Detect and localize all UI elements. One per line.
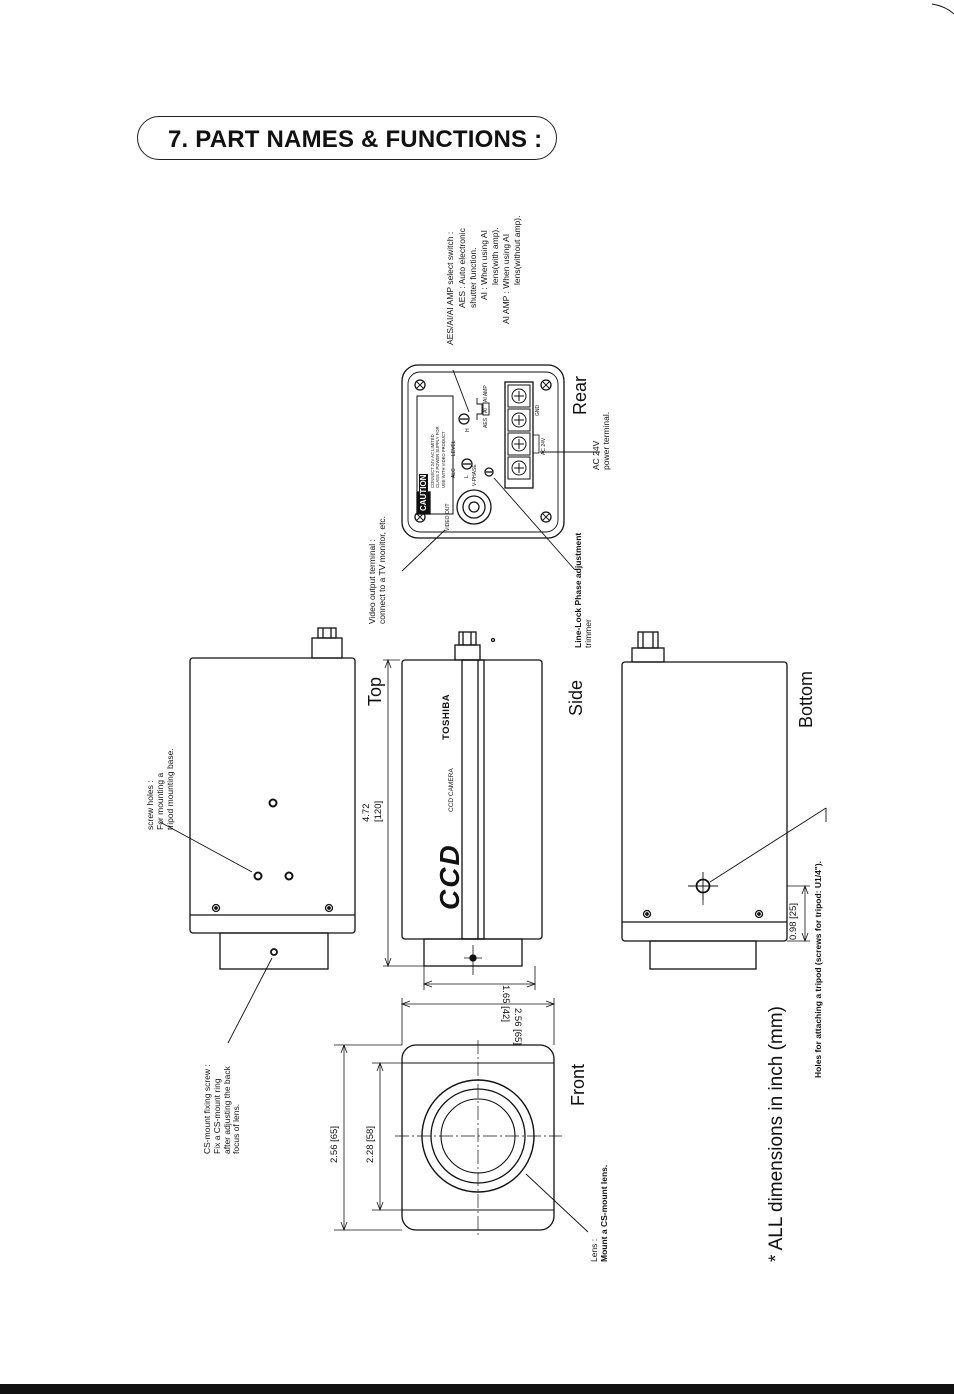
- rear-caution: CAUTION: [419, 473, 429, 512]
- callout-aes-line-3: AI : When using AI: [479, 230, 489, 300]
- dim-length-mm: [120]: [373, 800, 384, 822]
- page-title: 7. PART NAMES & FUNCTIONS :: [168, 126, 543, 153]
- callout-lens: Lens : Mount a CS-mount lens.: [589, 1164, 609, 1262]
- rear-ai: AI: [483, 408, 489, 413]
- brand-ccd: CCD: [434, 843, 465, 910]
- callout-aes-line-5: AI AMP : When using AI: [501, 233, 511, 324]
- side-view-drawing: [383, 631, 543, 990]
- rear-l: L: [464, 475, 470, 478]
- corner-mark: [931, 3, 954, 15]
- view-label-bottom: Bottom: [796, 670, 816, 728]
- front-view-drawing: [334, 998, 589, 1235]
- dim-front-inner: 2.28 [58]: [365, 1126, 376, 1163]
- brand-ccd-camera: CCD CAMERA: [448, 768, 455, 812]
- rear-aes: AES: [483, 417, 489, 428]
- dim-front-height: 2.56 [65]: [329, 1126, 340, 1163]
- brand-toshiba: TOSHIBA: [441, 693, 452, 740]
- rear-level: LEVEL: [451, 440, 457, 456]
- callout-tripod-holes: Holes for attaching a tripod (screws for…: [813, 860, 823, 1078]
- rear-ac24: AC 24V: [541, 437, 547, 455]
- callout-cs-mount: CS-mount fixing screw : Fix a CS-mount r…: [202, 1064, 242, 1154]
- dim-length: 4.72: [361, 803, 372, 823]
- view-label-front: Front: [568, 1063, 588, 1106]
- callout-aes-line-1: AES : Auto electronic: [457, 228, 467, 308]
- dim-front-width: 2.56 [65]: [512, 1008, 523, 1045]
- rear-video-out: VIDEO OUT: [445, 503, 451, 531]
- callout-aes-line-6: lens(without amp).: [512, 215, 522, 285]
- bottom-view-drawing: [621, 631, 827, 970]
- rear-v-phase: V-PHASE: [472, 464, 478, 486]
- dim-lens-length: 1.65 [42]: [500, 985, 511, 1022]
- callout-aes-switch: AES/AI/AI AMP select switch :: [445, 231, 455, 345]
- rear-view-drawing: [401, 364, 600, 572]
- view-label-top: Top: [365, 676, 385, 706]
- rear-alc: ALC: [451, 468, 457, 478]
- callout-video-output: Video output terminal : connect to a TV …: [367, 515, 387, 624]
- callout-aes-line-4: lens(with amp).: [490, 227, 500, 285]
- bottom-bar: [0, 1384, 954, 1394]
- callout-screw-holes: screw holes : For mounting a tripod moun…: [145, 748, 175, 830]
- callout-line-lock: Line-Lock Phase adjustment trimmer: [573, 532, 593, 648]
- dim-tripod-offset: 0.98 [25]: [788, 903, 799, 940]
- rear-h: H: [465, 428, 471, 432]
- rear-ai-amp: AI AMP: [483, 385, 489, 402]
- top-view-drawing: [159, 627, 356, 1044]
- view-label-side: Side: [566, 679, 586, 716]
- view-label-rear: Rear: [570, 375, 590, 415]
- callout-ac24v: AC 24V power terminal.: [591, 411, 611, 470]
- rear-caution-text: CONNECT 24V AC LIMITED CLASS 2 POWER SUP…: [430, 426, 446, 488]
- rear-gnd: GND: [535, 404, 541, 416]
- callout-aes-line-2: shutter function.: [468, 247, 478, 308]
- footnote-dimensions: * ALL dimensions in inch (mm): [766, 1006, 787, 1262]
- title-box: 7. PART NAMES & FUNCTIONS :: [137, 116, 557, 160]
